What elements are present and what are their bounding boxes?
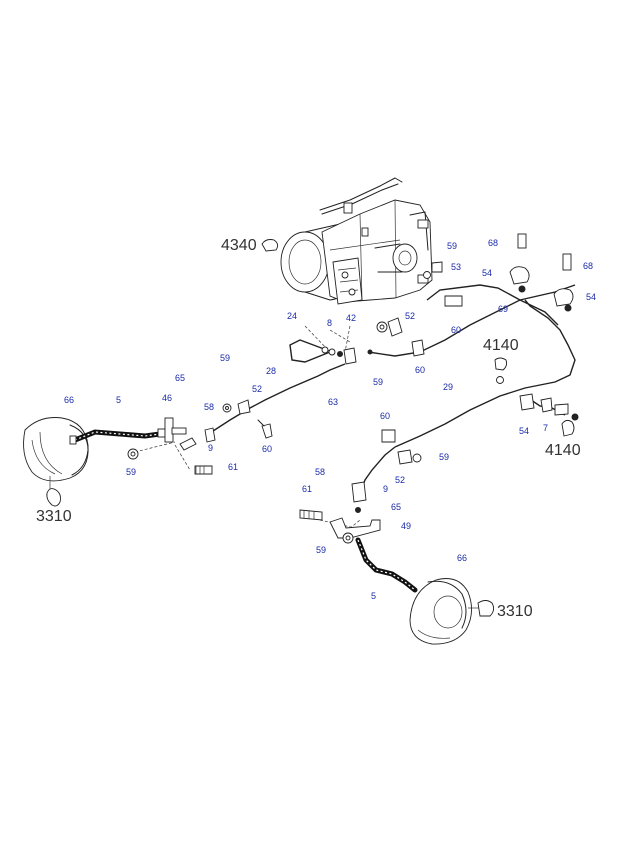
brake-tube-24 [289, 339, 333, 363]
callout-66: 66 [457, 553, 467, 563]
callout-labels: 66 5 46 65 59 58 9 52 28 24 8 42 63 60 6… [64, 238, 596, 601]
callout-49: 49 [401, 521, 411, 531]
callout-65: 65 [391, 502, 401, 512]
callout-59: 59 [126, 467, 136, 477]
callout-29: 29 [443, 382, 453, 392]
callout-59: 59 [220, 353, 230, 363]
callout-52: 52 [252, 384, 262, 394]
callout-5: 5 [371, 591, 376, 601]
callout-54: 54 [482, 268, 492, 278]
callout-60: 60 [262, 444, 272, 454]
callout-59: 59 [316, 545, 326, 555]
brake-hose-5-right [355, 537, 418, 593]
callout-58: 58 [315, 467, 325, 477]
callout-68: 68 [583, 261, 593, 271]
callout-9: 9 [383, 484, 388, 494]
master-cylinder-assembly [280, 177, 433, 305]
callout-53: 53 [451, 262, 461, 272]
callout-59: 59 [373, 377, 383, 387]
callout-52: 52 [395, 475, 405, 485]
reference-4140: 4140 [545, 442, 581, 459]
callout-24: 24 [287, 311, 297, 321]
callout-52: 52 [405, 311, 415, 321]
reference-3310: 3310 [497, 603, 533, 620]
brake-tube-29 [367, 284, 576, 357]
left-front-brake-drum [23, 417, 89, 507]
brake-tube-69 [426, 284, 521, 301]
right-rear-brake-drum [409, 578, 495, 645]
reference-4340: 4340 [221, 237, 257, 254]
callout-61: 61 [228, 462, 238, 472]
callout-28: 28 [266, 366, 276, 376]
rear-bracket-parts [299, 481, 381, 544]
callout-59: 59 [447, 241, 457, 251]
callout-60: 60 [451, 325, 461, 335]
callout-61: 61 [302, 484, 312, 494]
reference-4140: 4140 [483, 337, 519, 354]
callout-69: 69 [498, 304, 508, 314]
callout-66: 66 [64, 395, 74, 405]
reference-labels: 4340 4140 4140 3310 3310 [36, 237, 581, 620]
callout-54: 54 [586, 292, 596, 302]
right-clips [496, 233, 579, 437]
callout-68: 68 [488, 238, 498, 248]
callout-9: 9 [208, 443, 213, 453]
center-fittings [321, 261, 463, 465]
callout-59: 59 [439, 452, 449, 462]
callout-60: 60 [380, 411, 390, 421]
callout-54: 54 [519, 426, 529, 436]
callout-58: 58 [204, 402, 214, 412]
brake-tube-28 [209, 363, 346, 434]
reference-3310: 3310 [36, 508, 72, 525]
callout-5: 5 [116, 395, 121, 405]
callout-7: 7 [543, 423, 548, 433]
callout-42: 42 [346, 313, 356, 323]
callout-8: 8 [327, 318, 332, 328]
left-bracket-parts [127, 399, 273, 475]
callout-63: 63 [328, 397, 338, 407]
callout-65: 65 [175, 373, 185, 383]
callout-60: 60 [415, 365, 425, 375]
callout-46: 46 [162, 393, 172, 403]
brake-tubes [209, 284, 576, 489]
